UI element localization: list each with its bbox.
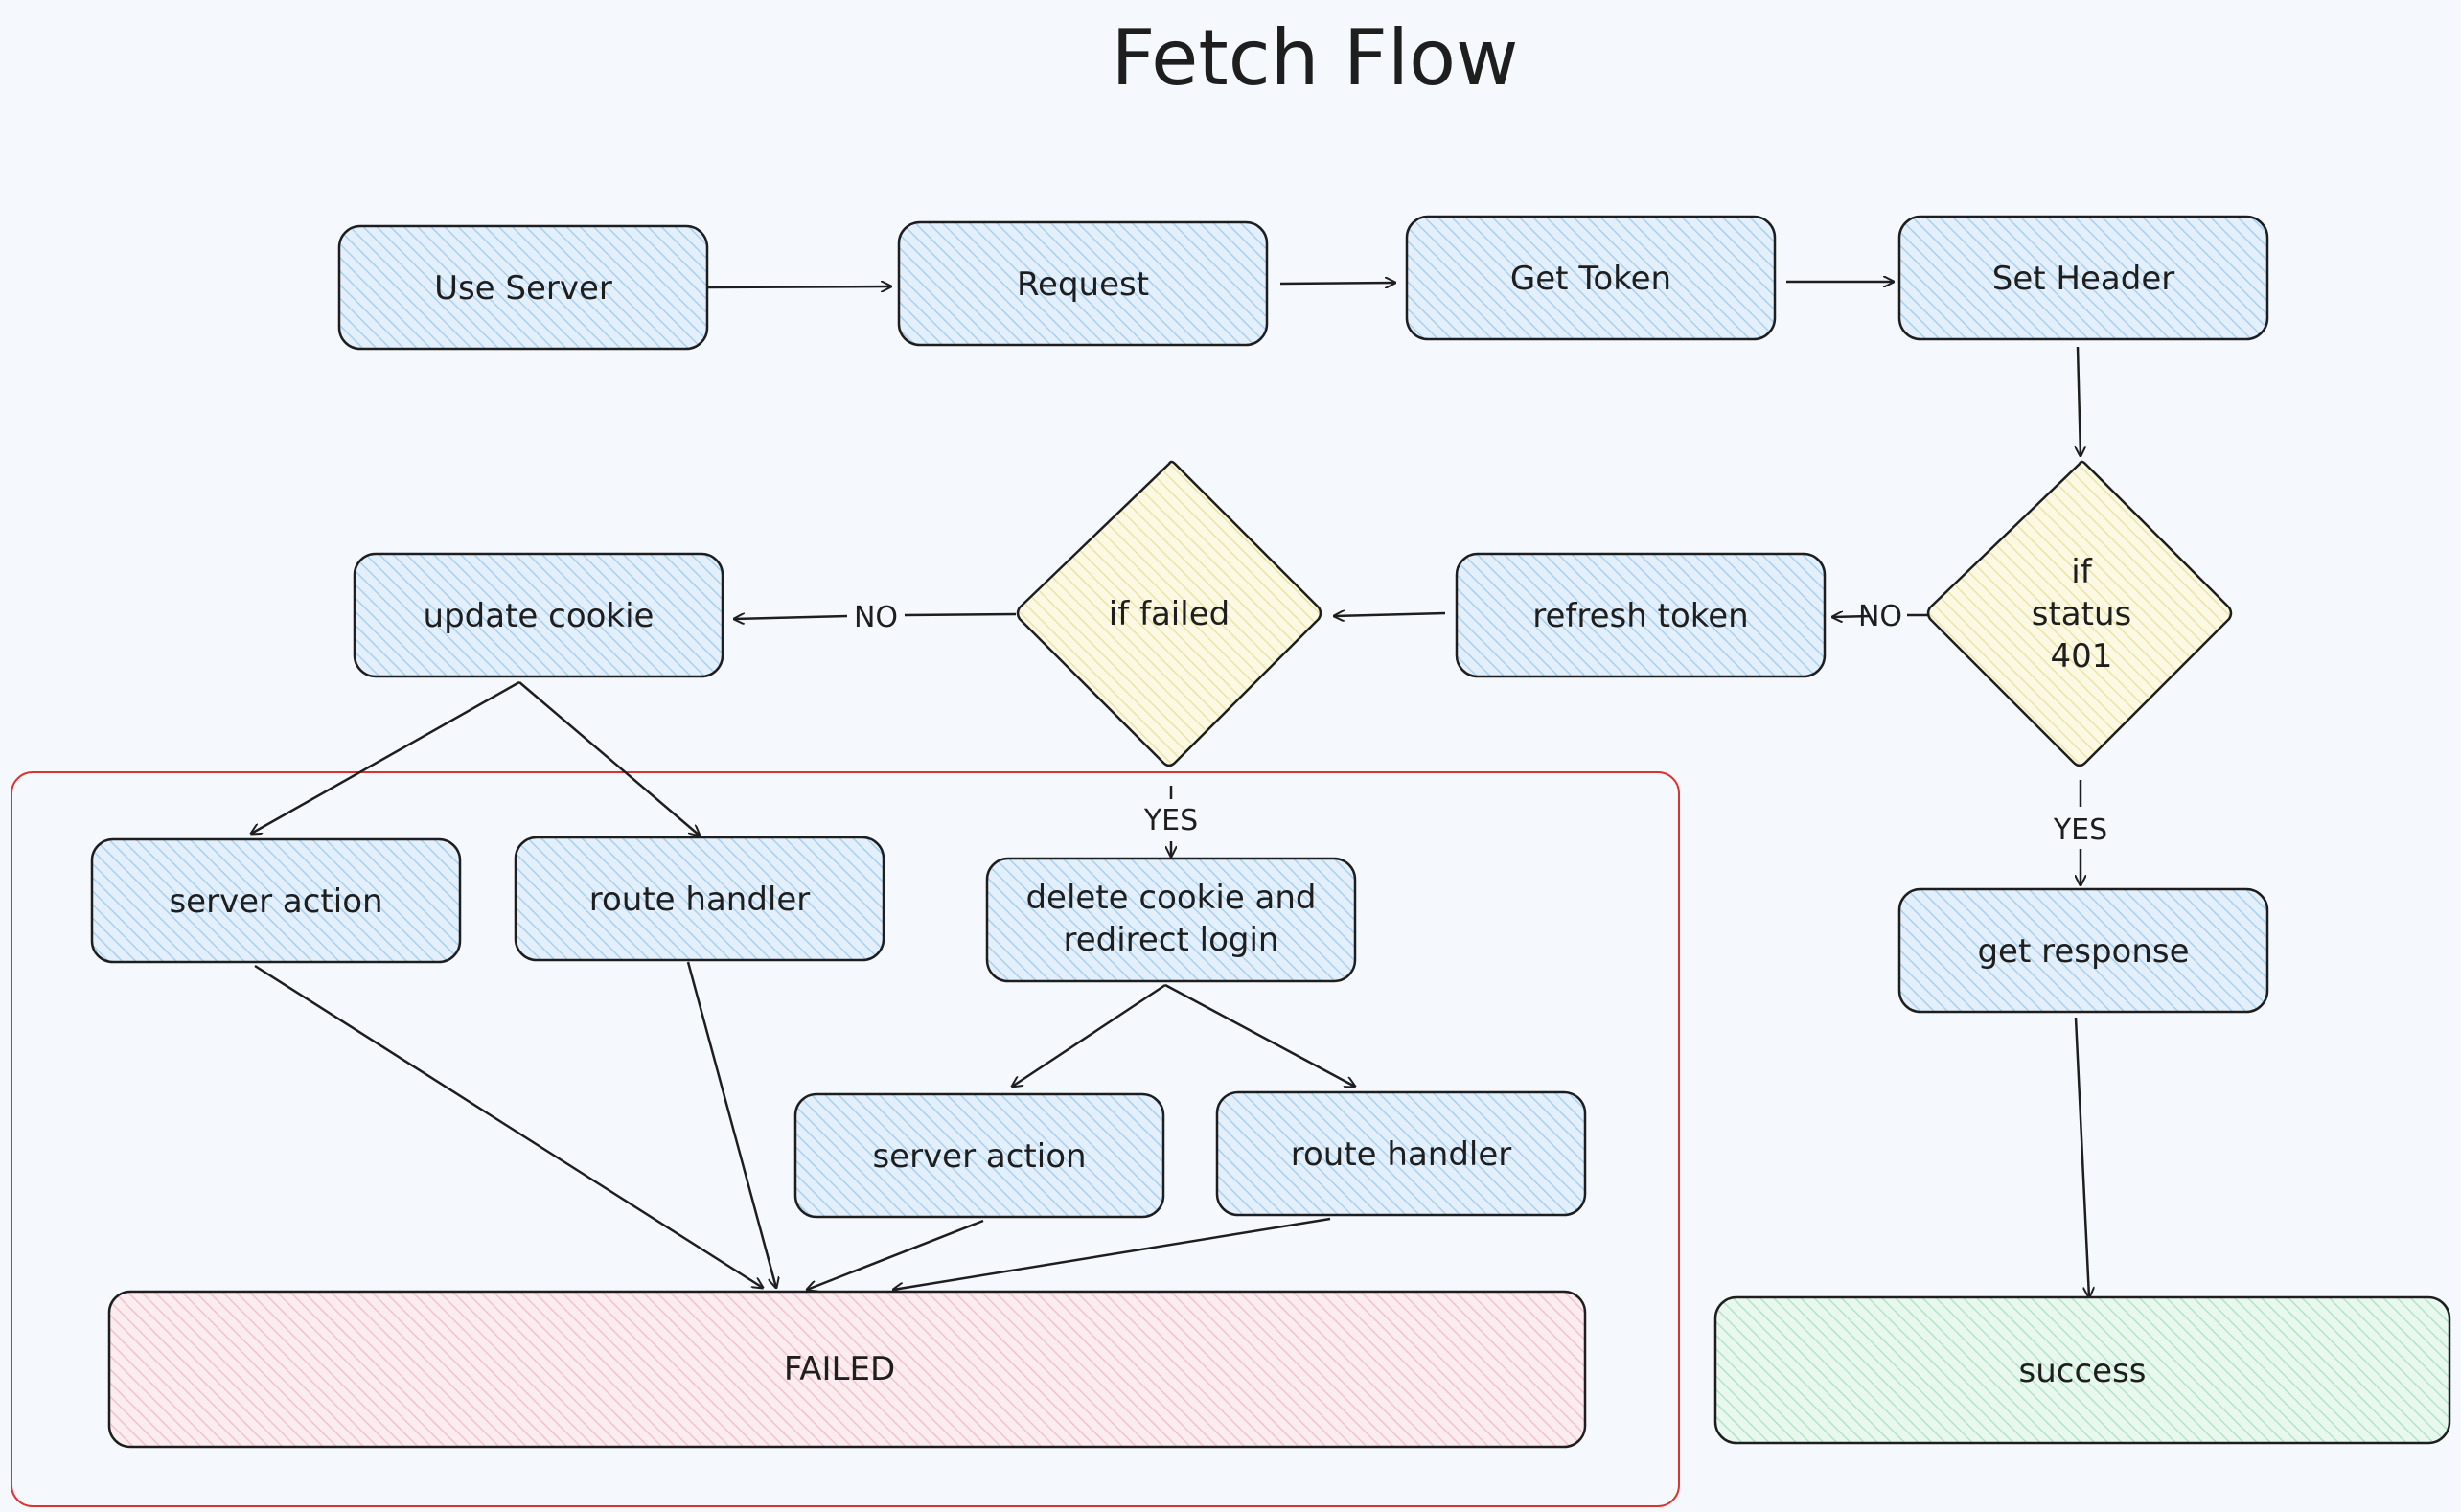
edge-label-status-no: NO: [1858, 600, 1902, 633]
node-get-response-label: get response: [1977, 932, 2189, 971]
node-if-status-401[interactable]: if status 401: [1926, 460, 2233, 767]
node-success-label: success: [2019, 1352, 2147, 1390]
edges: [251, 282, 2089, 1297]
edge-if-failed-no-to-update-cookie: [734, 616, 848, 619]
node-server-action-1-label: server action: [169, 882, 382, 921]
node-success[interactable]: success: [1714, 1295, 2451, 1445]
edge-route-handler-2-to-failed: [893, 1217, 1331, 1290]
node-get-token-label: Get Token: [1510, 260, 1671, 298]
node-refresh-token-label: refresh token: [1532, 597, 1748, 635]
node-server-action-1[interactable]: server action: [90, 837, 462, 964]
edge-status-no-to-refresh-token: [1832, 616, 1872, 617]
node-update-cookie[interactable]: update cookie: [353, 552, 724, 678]
node-route-handler-1[interactable]: route handler: [514, 836, 886, 962]
failure-group-box: [11, 771, 1680, 1507]
node-route-handler-2[interactable]: route handler: [1215, 1090, 1587, 1217]
edge-get-response-to-success: [2074, 1017, 2089, 1297]
edge-label-failed-yes: YES: [1143, 804, 1198, 837]
node-route-handler-2-label: route handler: [1291, 1135, 1512, 1174]
node-if-failed[interactable]: if failed: [1016, 460, 1322, 767]
node-delete-cookie-line-2: redirect login: [1064, 921, 1279, 959]
node-delete-cookie[interactable]: delete cookie and redirect login: [985, 857, 1357, 983]
edge-update-cookie-to-route-handler: [518, 681, 700, 836]
node-route-handler-1-label: route handler: [589, 881, 811, 919]
edge-route-handler-1-to-failed: [686, 961, 776, 1288]
node-set-header-label: Set Header: [1992, 260, 2174, 298]
edge-server-action-2-to-failed: [807, 1219, 984, 1290]
node-if-status-401-line-1: if: [2071, 553, 2092, 591]
node-if-status-401-line-3: 401: [2051, 637, 2113, 676]
node-request[interactable]: Request: [897, 220, 1269, 347]
node-refresh-token[interactable]: refresh token: [1455, 552, 1827, 678]
edge-server-action-1-to-failed: [254, 964, 763, 1288]
node-server-action-2[interactable]: server action: [794, 1092, 1165, 1219]
node-request-label: Request: [1017, 265, 1149, 304]
node-server-action-2-label: server action: [872, 1137, 1086, 1176]
diagram-title: Fetch Flow: [1112, 13, 1519, 103]
node-if-status-401-line-2: status: [2032, 595, 2131, 633]
node-failed-label: FAILED: [784, 1350, 895, 1388]
edge-set-header-to-status-check: [2078, 346, 2081, 456]
node-update-cookie-label: update cookie: [424, 597, 655, 635]
node-delete-cookie-line-1: delete cookie and: [1025, 879, 1316, 917]
edge-label-status-yes: YES: [2053, 813, 2107, 847]
node-use-server-label: Use Server: [434, 269, 612, 308]
edge-request-to-get-token: [1279, 283, 1395, 284]
node-get-response[interactable]: get response: [1898, 887, 2269, 1014]
node-get-token[interactable]: Get Token: [1405, 215, 1777, 341]
edge-use-server-to-request: [706, 286, 891, 287]
edge-delete-cookie-to-route-handler: [1164, 983, 1355, 1087]
edge-refresh-to-if-failed: [1334, 613, 1446, 616]
edge-label-failed-no: NO: [854, 601, 898, 634]
node-failed[interactable]: FAILED: [107, 1290, 1587, 1449]
node-use-server[interactable]: Use Server: [337, 224, 709, 351]
edge-delete-cookie-to-server-action: [1012, 983, 1166, 1087]
edge-if-failed-no-segment: [904, 612, 1017, 617]
node-if-failed-label: if failed: [1109, 595, 1230, 633]
edge-update-cookie-to-server-action: [251, 680, 520, 834]
node-set-header[interactable]: Set Header: [1898, 215, 2269, 341]
